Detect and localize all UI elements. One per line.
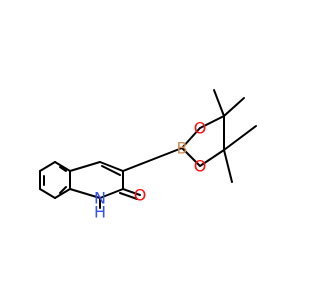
atom-label-oxygen: O <box>194 157 207 176</box>
methyl-bond <box>223 125 257 151</box>
atom-labels: B O O O N H <box>94 119 206 222</box>
bond <box>99 188 124 199</box>
methyl-bond <box>213 89 225 117</box>
bond <box>69 161 101 172</box>
methyl-bond <box>223 97 245 117</box>
bond <box>99 161 124 172</box>
b-o-bond <box>181 127 201 149</box>
background <box>0 0 300 300</box>
double-bond-line <box>59 186 67 194</box>
bond <box>69 188 101 199</box>
bond <box>54 188 71 199</box>
atom-label-hydrogen: H <box>94 203 106 222</box>
o-c-bond <box>199 149 225 167</box>
atom-label-oxygen: O <box>194 119 207 138</box>
o-c-bond <box>199 115 225 129</box>
methyl-bond <box>223 149 233 183</box>
double-bond-line <box>59 166 67 172</box>
bond <box>39 161 56 172</box>
carbonyl-bond <box>119 192 138 200</box>
double-bond-line <box>101 165 121 176</box>
b-o-bond <box>181 147 201 167</box>
c-b-bond <box>122 147 183 172</box>
carbonyl-bond <box>122 188 141 196</box>
pyridinone-ring <box>69 161 141 209</box>
atom-label-boron: B <box>177 139 188 158</box>
bond <box>39 188 56 199</box>
atom-label-oxygen: O <box>134 186 147 205</box>
benzene-ring <box>39 161 71 199</box>
bond <box>54 161 71 172</box>
pinacol-boronate <box>122 89 257 183</box>
molecule-structure-diagram: B O O O N H <box>0 0 300 300</box>
atom-label-nitrogen: N <box>94 189 106 208</box>
